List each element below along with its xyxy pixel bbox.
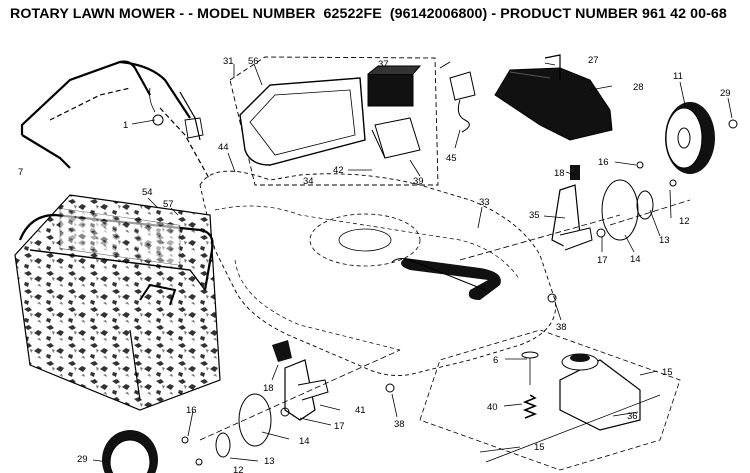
model-number: 62522FE (323, 6, 382, 22)
part-number-54: 54 (142, 187, 153, 198)
part-number-13: 13 (659, 235, 670, 246)
part-number-38: 38 (556, 322, 567, 333)
part-numbers: 31 56 37 27 28 11 29 1 7 44 34 42 39 45 … (18, 55, 731, 473)
right-wheel-hardware (459, 161, 691, 261)
height-adjuster-left (272, 340, 329, 421)
part-number-33: 33 (479, 197, 490, 208)
part-number-27: 27 (588, 55, 599, 66)
part-number-42: 42 (333, 165, 344, 176)
part-number-13: 13 (264, 456, 275, 467)
part-number-36: 36 (627, 411, 638, 422)
part-number-29: 29 (720, 88, 731, 99)
handle-assembly (20, 60, 211, 181)
part-number-35: 35 (529, 210, 540, 221)
battery-charger (439, 61, 476, 133)
diagram-title: ROTARY LAWN MOWER - - MODEL NUMBER 62522F… (10, 6, 727, 22)
part-number-38: 38 (394, 419, 405, 430)
part-number-28: 28 (633, 82, 644, 93)
rear-cover (494, 54, 613, 141)
part-number-1: 1 (123, 120, 128, 131)
part-number-37: 37 (378, 59, 389, 70)
part-number-17: 17 (597, 255, 608, 266)
part-number-18: 18 (554, 168, 565, 179)
blade (391, 258, 501, 300)
part-number-31: 31 (223, 56, 234, 67)
grass-catcher (14, 194, 221, 411)
part-number-11: 11 (673, 71, 683, 82)
part-number-14: 14 (630, 254, 641, 265)
part-number-44: 44 (218, 142, 229, 153)
part-number-45: 45 (446, 153, 457, 164)
part-number-6: 6 (493, 355, 498, 366)
part-number-7: 7 (18, 167, 23, 178)
rear-wheel (665, 102, 738, 174)
part-number-41: 41 (355, 405, 366, 416)
part-number-12: 12 (233, 465, 244, 473)
transmission-assembly (419, 329, 681, 471)
part-number-34: 34 (303, 176, 314, 187)
accessory-box (229, 56, 439, 186)
title-suffix: (96142006800) - PRODUCT NUMBER 961 42 00… (389, 6, 727, 22)
part-number-16: 16 (598, 157, 609, 168)
mower-deck (199, 170, 557, 376)
part-number-16: 16 (186, 405, 197, 416)
part-number-57: 57 (163, 199, 174, 210)
part-number-17: 17 (334, 421, 345, 432)
part-number-39: 39 (413, 176, 424, 187)
part-number-15: 15 (534, 442, 545, 453)
part-number-15: 15 (662, 367, 673, 378)
part-number-14: 14 (299, 436, 310, 447)
leader-lines (92, 62, 733, 463)
part-number-12: 12 (679, 216, 690, 227)
part-number-18: 18 (263, 383, 274, 394)
part-number-40: 40 (487, 402, 498, 413)
title-prefix: ROTARY LAWN MOWER - - MODEL NUMBER (10, 6, 316, 22)
left-wheel-hardware (102, 293, 557, 473)
part-number-29: 29 (77, 454, 88, 465)
part-number-56: 56 (248, 56, 259, 67)
